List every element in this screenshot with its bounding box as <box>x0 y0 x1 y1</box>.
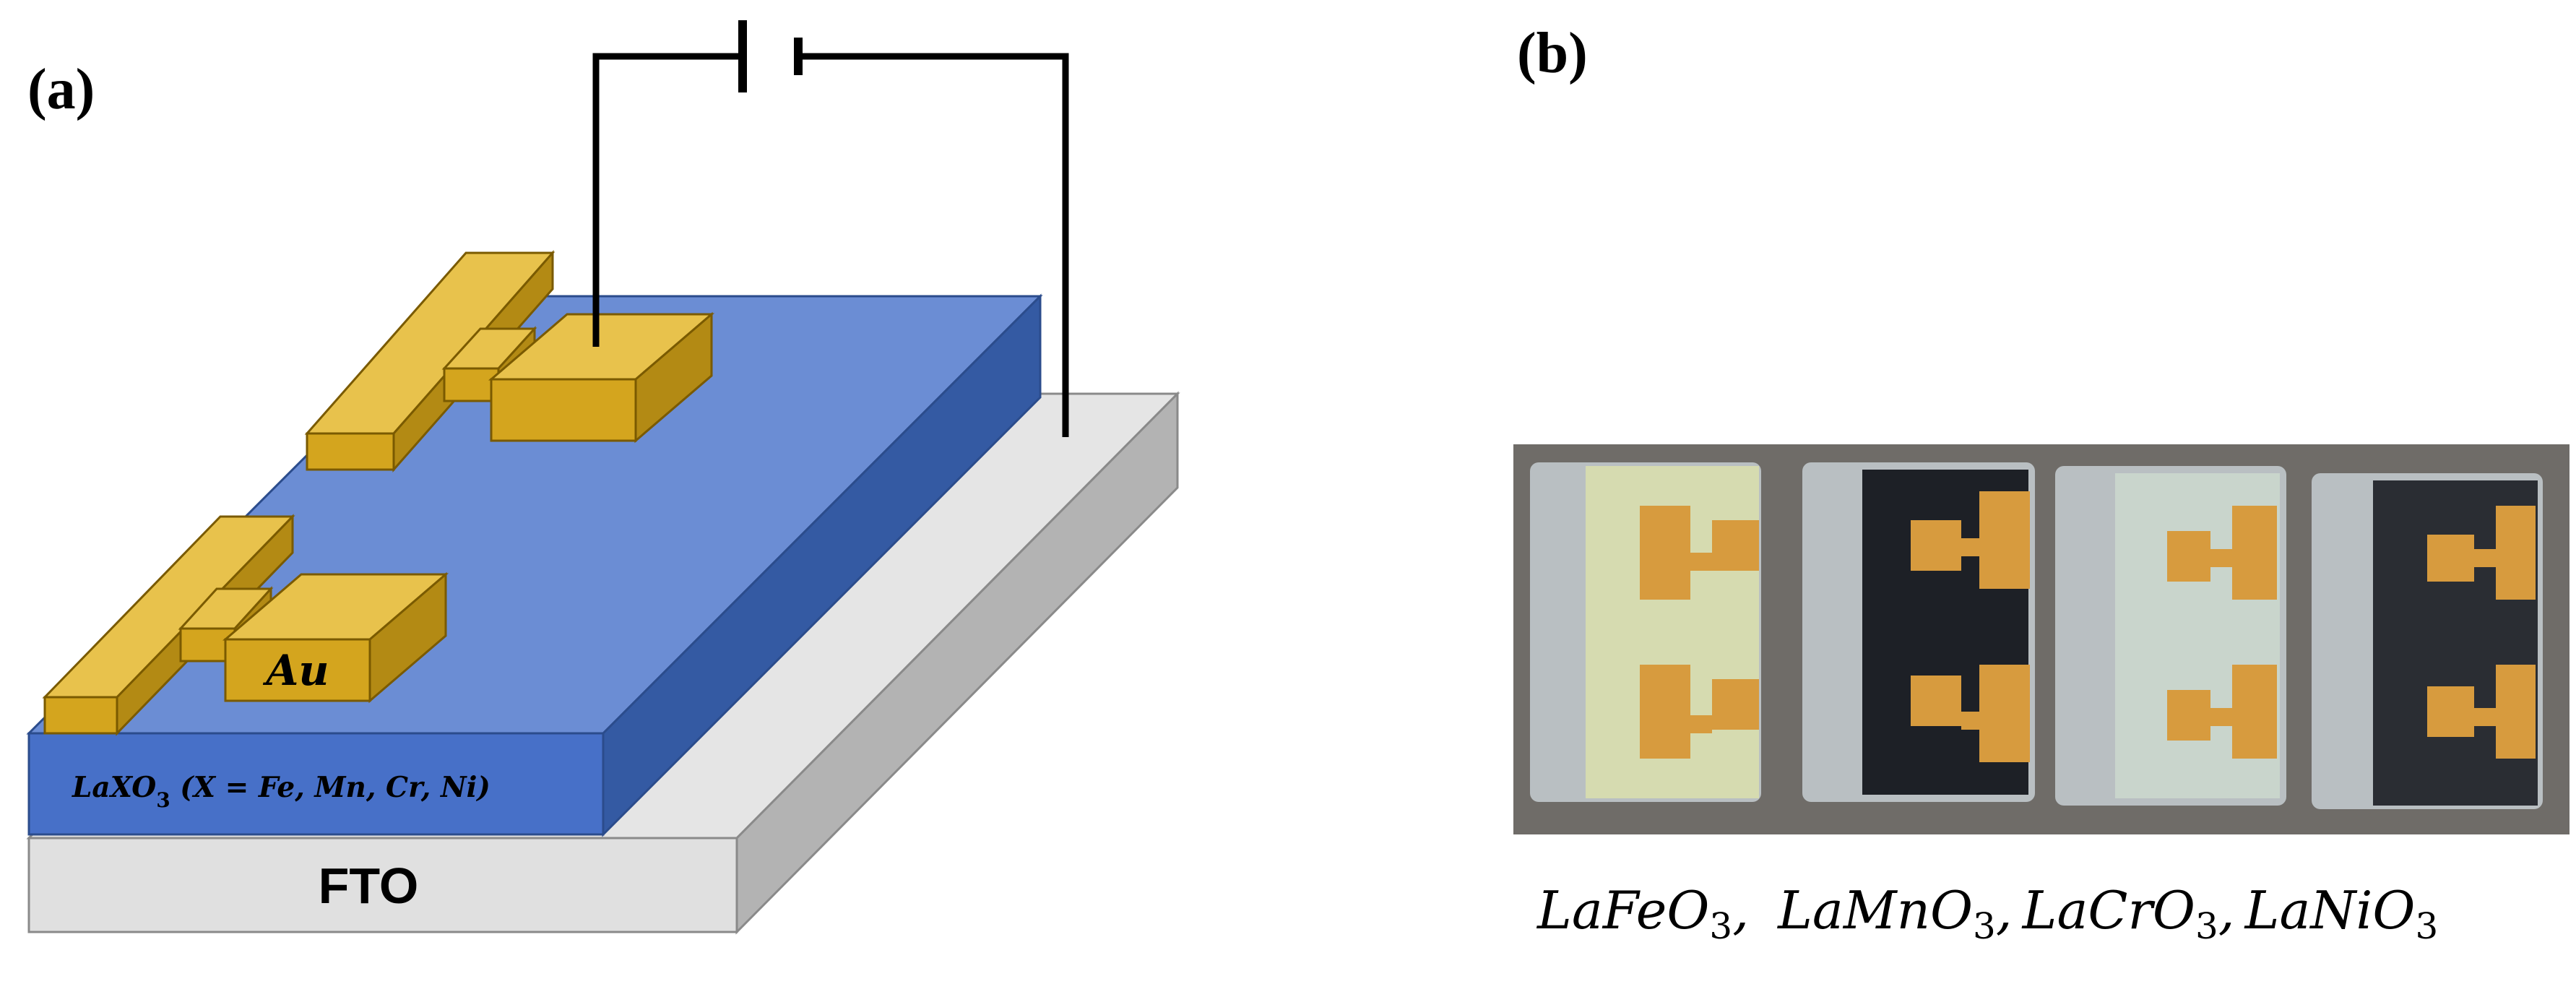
wire-left <box>592 53 743 347</box>
formula-lamno3: LaMnO <box>1776 880 1973 941</box>
lower-pad-front <box>224 638 371 702</box>
fto-front-face <box>27 837 738 933</box>
upper-pad-front <box>490 378 637 442</box>
sample-contacts <box>2427 506 2536 759</box>
wire-right <box>798 53 1069 437</box>
sample-lafeo3 <box>1530 462 1761 802</box>
sample-contacts <box>1640 506 1759 759</box>
formula-lanio3: LaNiO <box>2244 880 2416 941</box>
circuit <box>592 20 1069 437</box>
sample-contacts <box>2167 506 2277 759</box>
panel-b: (b) <box>1513 22 2569 947</box>
sample-lamno3 <box>1802 462 2035 802</box>
au-label: Au <box>262 646 329 695</box>
sample-lanio3 <box>2312 473 2543 809</box>
sample-caption: LaFeO3,LaMnO3,LaCrO3,LaNiO3 <box>1536 880 2438 947</box>
panel-a: (a) FTO LaXO3 (X = Fe, Mn, Cr, Ni) <box>26 20 1180 935</box>
sample-lacro3 <box>2055 466 2286 806</box>
panel-a-label: (a) <box>27 58 95 121</box>
formula-lacro3: LaCrO <box>2021 880 2195 941</box>
au-electrode-lower: Au <box>42 514 449 736</box>
formula-lafeo3: LaFeO <box>1536 880 1709 941</box>
fto-label: FTO <box>319 858 419 914</box>
upper-bar-front <box>306 432 395 471</box>
sample-contacts <box>1911 491 2030 762</box>
panel-b-label: (b) <box>1517 22 1588 85</box>
film-label: LaXO3 (X = Fe, Mn, Cr, Ni) <box>72 771 490 812</box>
au-electrode-upper <box>304 250 715 472</box>
film-front-face <box>27 732 605 836</box>
lower-bar-front <box>43 696 118 735</box>
